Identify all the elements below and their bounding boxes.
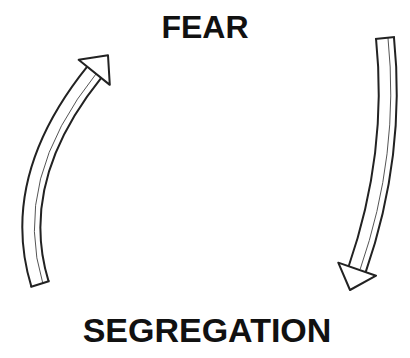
node-label: SEGREGATION xyxy=(79,310,336,351)
text-node: FEAR xyxy=(157,8,252,47)
text-node: SEGREGATION xyxy=(79,310,336,351)
node-label: FEAR xyxy=(157,8,252,47)
curved-arrow xyxy=(30,55,109,287)
curved-arrow xyxy=(338,37,395,290)
